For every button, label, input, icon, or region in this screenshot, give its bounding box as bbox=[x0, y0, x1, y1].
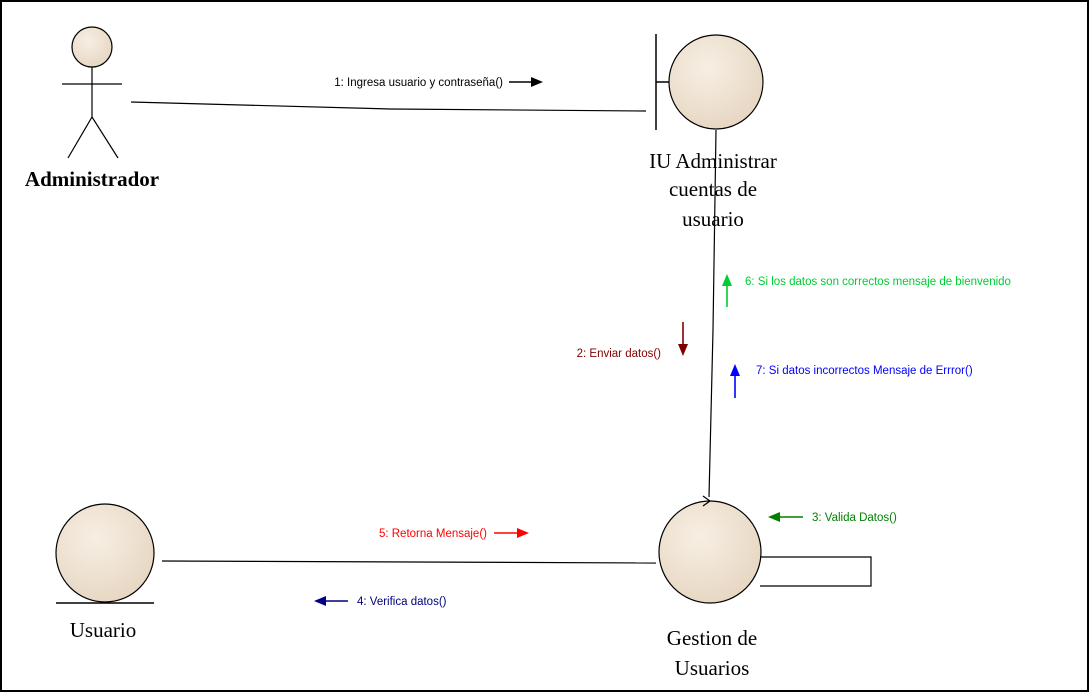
iu-label-line-2: cuentas de bbox=[669, 177, 757, 201]
iu-label-line-3: usuario bbox=[682, 207, 744, 231]
message-4-label: 4: Verifica datos() bbox=[357, 596, 447, 608]
message-4[interactable]: 4: Verifica datos() bbox=[314, 596, 447, 608]
message-7-label: 7: Si datos incorrectos Mensaje de Errro… bbox=[756, 365, 973, 377]
link-administrador-iu[interactable] bbox=[130, 101, 647, 112]
actor-head bbox=[71, 26, 113, 68]
boundary-object-iu[interactable]: IU Administrar cuentas de usuario bbox=[649, 34, 777, 231]
entity-usuario-label: Usuario bbox=[70, 618, 137, 642]
message-6-label: 6: Si los datos son correctos mensaje de… bbox=[745, 276, 1011, 288]
boundary-circle bbox=[668, 34, 764, 130]
message-6-arrow-icon bbox=[722, 274, 732, 286]
iu-label-line-1: IU Administrar bbox=[649, 149, 777, 173]
link-gestion-usuario[interactable] bbox=[161, 560, 657, 564]
message-2-label: 2: Enviar datos() bbox=[577, 348, 662, 360]
message-5-label: 5: Retorna Mensaje() bbox=[379, 528, 487, 540]
gestion-label-line-1: Gestion de bbox=[667, 626, 757, 650]
message-1-arrow-icon bbox=[531, 77, 543, 87]
message-7[interactable]: 7: Si datos incorrectos Mensaje de Errro… bbox=[730, 364, 973, 398]
message-6[interactable]: 6: Si los datos son correctos mensaje de… bbox=[722, 274, 1011, 307]
message-3-arrow-icon bbox=[768, 512, 780, 522]
actor-administrador[interactable]: Administrador bbox=[25, 26, 159, 191]
actor-right-leg bbox=[91, 116, 119, 159]
message-4-arrow-icon bbox=[314, 596, 326, 606]
control-arrowhead bbox=[702, 495, 712, 507]
actor-administrador-label: Administrador bbox=[25, 167, 159, 191]
entity-object-usuario[interactable]: Usuario bbox=[55, 503, 155, 642]
entity-circle bbox=[55, 503, 155, 603]
message-5-arrow-icon bbox=[517, 528, 529, 538]
message-1[interactable]: 1: Ingresa usuario y contraseña() bbox=[334, 77, 543, 89]
message-3-label: 3: Valida Datos() bbox=[812, 512, 897, 524]
message-7-arrow-icon bbox=[730, 364, 740, 376]
control-object-gestion[interactable]: Gestion de Usuarios bbox=[658, 495, 762, 680]
message-3[interactable]: 3: Valida Datos() bbox=[768, 512, 897, 524]
gestion-label-line-2: Usuarios bbox=[675, 656, 750, 680]
message-2-arrow-icon bbox=[678, 344, 688, 356]
message-5[interactable]: 5: Retorna Mensaje() bbox=[379, 528, 529, 540]
actor-left-leg bbox=[67, 116, 93, 159]
message-1-label: 1: Ingresa usuario y contraseña() bbox=[334, 77, 503, 89]
control-circle bbox=[658, 500, 762, 604]
link-iu-gestion[interactable] bbox=[708, 129, 717, 498]
message-2[interactable]: 2: Enviar datos() bbox=[577, 322, 688, 360]
self-link-gestion[interactable] bbox=[760, 556, 872, 587]
